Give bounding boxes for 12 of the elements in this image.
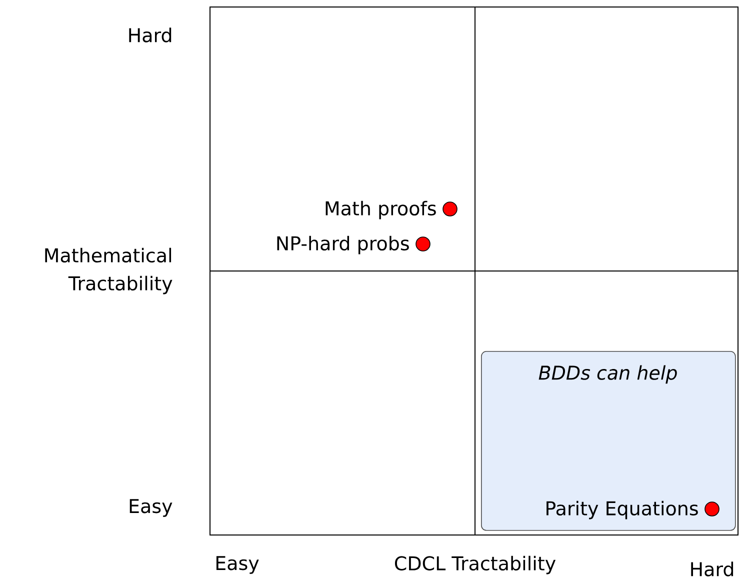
axis-title: Mathematical Tractability (45, 248, 172, 294)
point-label: Math proofs (326, 200, 436, 220)
axis-title: CDCL Tractability (394, 556, 556, 574)
axis-tick-label: Hard (129, 28, 172, 42)
axis-tick-label: Easy (216, 556, 259, 574)
axis-tick-label: Hard (691, 562, 734, 576)
data-point (442, 202, 458, 216)
point-label: NP-hard probs (277, 236, 409, 254)
point-label: Parity Equations (546, 500, 698, 520)
axis-tick-label: Easy (130, 499, 172, 517)
data-point (416, 236, 430, 252)
data-point (704, 502, 720, 516)
